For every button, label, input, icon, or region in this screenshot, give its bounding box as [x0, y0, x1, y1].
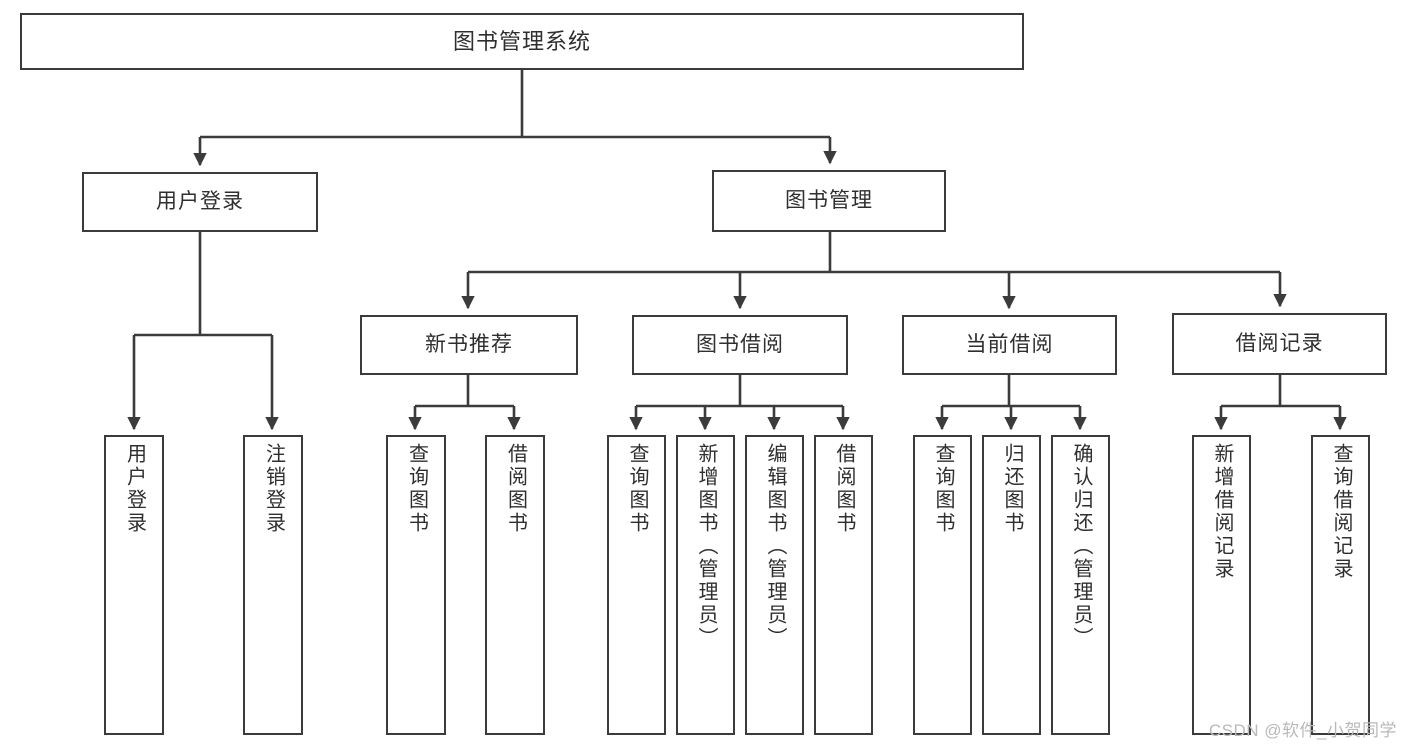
leaf-book-borrow-borrow-book[interactable]: 借阅图书 [814, 435, 873, 735]
node-label: 查询图书 [405, 443, 428, 535]
leaf-user-login-login[interactable]: 用户登录 [104, 435, 164, 735]
node-label: 查询借阅记录 [1330, 443, 1352, 581]
leaf-current-borrow-return-book[interactable]: 归还图书 [982, 435, 1041, 735]
node-label: 新增图书（管理员） [695, 443, 717, 650]
csdn-watermark: CSDN @软件_小贺同学 [1208, 721, 1397, 740]
node-label: 用户登录 [156, 189, 244, 213]
node-label: 借阅图书 [833, 443, 855, 535]
node-label: 新书推荐 [425, 332, 513, 356]
node-root-book-management-system[interactable]: 图书管理系统 [20, 13, 1024, 70]
leaf-borrow-record-add-record[interactable]: 新增借阅记录 [1192, 435, 1251, 735]
node-book-borrow[interactable]: 图书借阅 [632, 315, 848, 375]
node-label: 查询图书 [932, 443, 954, 535]
leaf-borrow-record-query-record[interactable]: 查询借阅记录 [1311, 435, 1370, 735]
node-label: 图书借阅 [696, 332, 784, 356]
node-label: 新增借阅记录 [1211, 443, 1233, 581]
node-label: 确认归还（管理员） [1070, 443, 1092, 650]
node-label: 借阅记录 [1235, 331, 1324, 355]
node-label: 查询图书 [626, 443, 648, 535]
node-book-management[interactable]: 图书管理 [712, 170, 946, 232]
node-label: 归还图书 [1001, 443, 1023, 535]
leaf-current-borrow-confirm-return-admin[interactable]: 确认归还（管理员） [1051, 435, 1110, 735]
leaf-current-borrow-query-book[interactable]: 查询图书 [913, 435, 972, 735]
node-current-borrow[interactable]: 当前借阅 [902, 315, 1117, 375]
node-borrow-record[interactable]: 借阅记录 [1172, 313, 1387, 375]
node-label: 注销登录 [262, 443, 285, 535]
node-label: 借阅图书 [504, 443, 527, 535]
leaf-user-login-logout[interactable]: 注销登录 [243, 435, 303, 735]
leaf-new-book-borrow-book[interactable]: 借阅图书 [485, 435, 545, 735]
node-user-login[interactable]: 用户登录 [82, 172, 318, 232]
leaf-book-borrow-edit-book-admin[interactable]: 编辑图书（管理员） [745, 435, 804, 735]
leaf-book-borrow-query-book[interactable]: 查询图书 [607, 435, 666, 735]
node-new-book-recommend[interactable]: 新书推荐 [360, 315, 578, 375]
node-label: 用户登录 [123, 443, 146, 535]
leaf-book-borrow-add-book-admin[interactable]: 新增图书（管理员） [676, 435, 735, 735]
leaf-new-book-query-book[interactable]: 查询图书 [386, 435, 446, 735]
node-label: 图书管理 [785, 188, 873, 212]
node-label: 当前借阅 [965, 332, 1054, 356]
node-label: 图书管理系统 [452, 28, 591, 54]
node-label: 编辑图书（管理员） [764, 443, 786, 650]
